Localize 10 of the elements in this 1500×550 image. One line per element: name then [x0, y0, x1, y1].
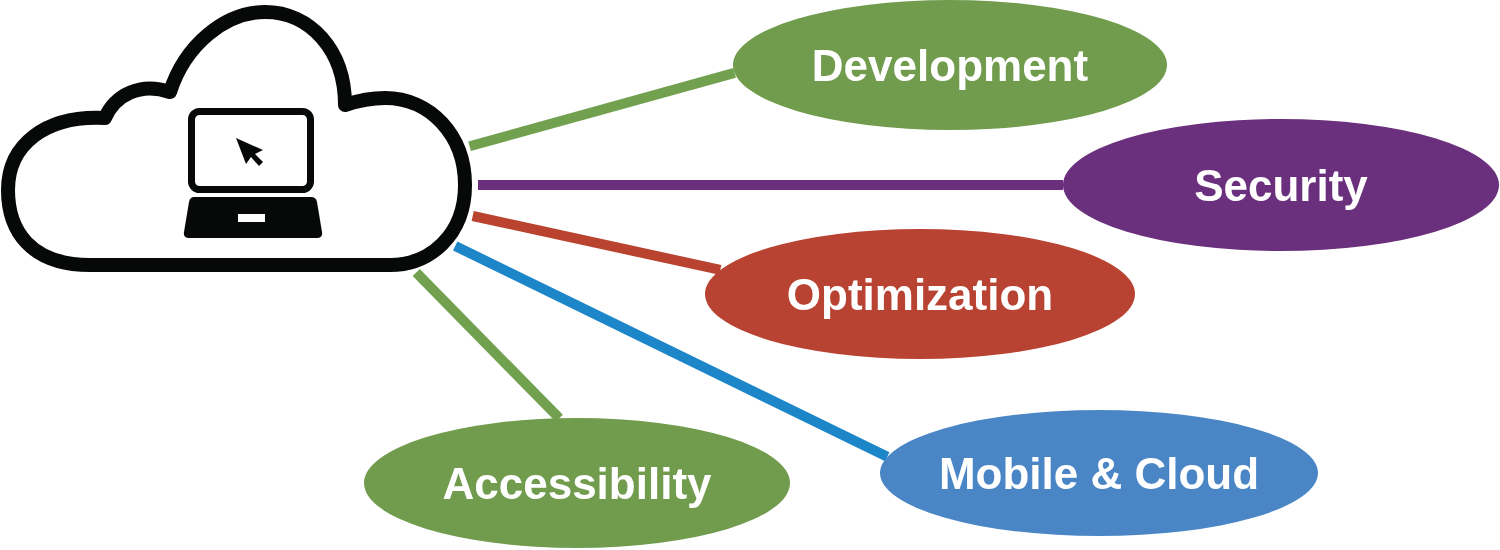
topic-label: Mobile & Cloud	[938, 447, 1260, 500]
topic-label: Security	[1194, 159, 1368, 212]
topic-label: Accessibility	[442, 457, 712, 510]
topic-label: Optimization	[786, 268, 1054, 321]
topic-label: Development	[811, 39, 1089, 92]
connector-line	[471, 211, 722, 275]
connector-line	[468, 68, 736, 152]
connector-line	[453, 241, 890, 462]
connector-line	[478, 180, 1063, 190]
cloud-shape	[0, 4, 474, 274]
